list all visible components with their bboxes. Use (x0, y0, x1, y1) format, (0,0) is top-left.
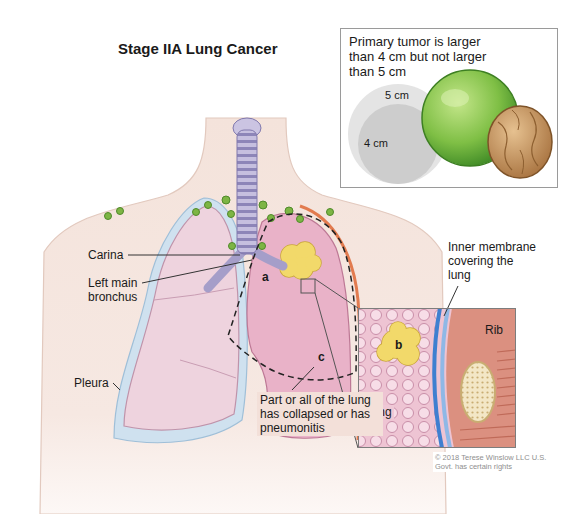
lymph-node (205, 202, 212, 209)
zoom-illustration (497, 368, 516, 370)
magnifier (301, 279, 315, 293)
copyright-note: © 2018 Terese Winslow LLC U.S. Govt. has… (433, 452, 549, 472)
lymph-node (297, 216, 304, 223)
size-description: Primary tumor is larger than 4 cm but no… (349, 34, 499, 79)
zoom-illustration (377, 343, 395, 361)
lymph-node (259, 201, 267, 209)
zoom-illustration (460, 426, 516, 430)
airway (208, 118, 283, 288)
condition-note: Part or all of the lung has collapsed or… (257, 392, 383, 436)
walnut (498, 122, 512, 170)
inset-ground (340, 28, 558, 188)
walnut (520, 150, 524, 174)
leader-line (142, 260, 252, 283)
airway (237, 130, 257, 254)
zoom-illustration (442, 308, 450, 448)
primary-tumor (280, 242, 321, 279)
zoom-illustration (390, 322, 406, 338)
collapsed-region-outline (228, 214, 356, 380)
lime (441, 89, 469, 107)
dimension-label: 4 cm (364, 137, 388, 150)
callout-letter: c (318, 350, 325, 364)
lymph-node (193, 209, 200, 216)
zoom-illustration (377, 322, 420, 365)
lymph-node (117, 208, 124, 215)
zoom-illustration (497, 377, 516, 379)
leader-line (292, 367, 314, 390)
airway (252, 250, 283, 266)
right-lung (114, 198, 247, 443)
inset-ground (340, 28, 558, 188)
magnifier (315, 279, 358, 308)
right-lung (154, 288, 234, 300)
zoom-illustration (377, 343, 395, 361)
dimension-label: 5 cm (385, 89, 409, 102)
airway (208, 250, 244, 288)
primary-tumor (305, 255, 321, 271)
zoom-illustration (497, 359, 516, 361)
zoom-illustration (497, 413, 516, 415)
callout-letter: a (262, 270, 269, 284)
callout-letter: b (395, 338, 402, 352)
part-label: Rib (485, 323, 503, 337)
zoom-illustration (497, 395, 516, 397)
zoom-illustration (497, 404, 516, 406)
part-label: Carina (88, 248, 123, 262)
leader-line (113, 255, 458, 390)
right-lung (114, 198, 247, 443)
zoom-illustration (461, 362, 495, 422)
zoom-illustration (497, 350, 516, 352)
lymph-node (105, 196, 334, 250)
leader-line (113, 383, 120, 390)
part-label: Pleura (74, 376, 109, 390)
four-cm-circle: 4 cm (358, 104, 438, 184)
walnut (488, 106, 552, 178)
right-lung (124, 206, 239, 430)
five-cm-circle: 5 cm 4 cm (348, 84, 448, 184)
lymph-node (222, 196, 230, 204)
primary-tumor (305, 255, 321, 271)
walnut (488, 106, 552, 178)
zoom-illustration (390, 322, 406, 338)
lymph-node (327, 209, 334, 216)
zoom-illustration (497, 386, 516, 388)
lymph-node (229, 243, 236, 250)
walnut (512, 110, 519, 130)
diagram-title: Stage IIA Lung Cancer (118, 40, 277, 58)
leader-line (128, 255, 240, 256)
walnut (530, 112, 538, 166)
size-comparison-box: Primary tumor is larger than 4 cm but no… (340, 28, 558, 188)
right-lung (180, 360, 236, 378)
leader-line (444, 286, 458, 316)
lymph-node (228, 211, 235, 218)
zoom-illustration (446, 308, 516, 448)
lymph-node (105, 213, 112, 220)
lymph-node (259, 243, 266, 250)
part-label: Inner membrane covering the lung (448, 240, 538, 282)
zoom-illustration (460, 436, 516, 440)
part-label: Left main bronchus (88, 276, 150, 304)
zoom-illustration (460, 350, 516, 440)
